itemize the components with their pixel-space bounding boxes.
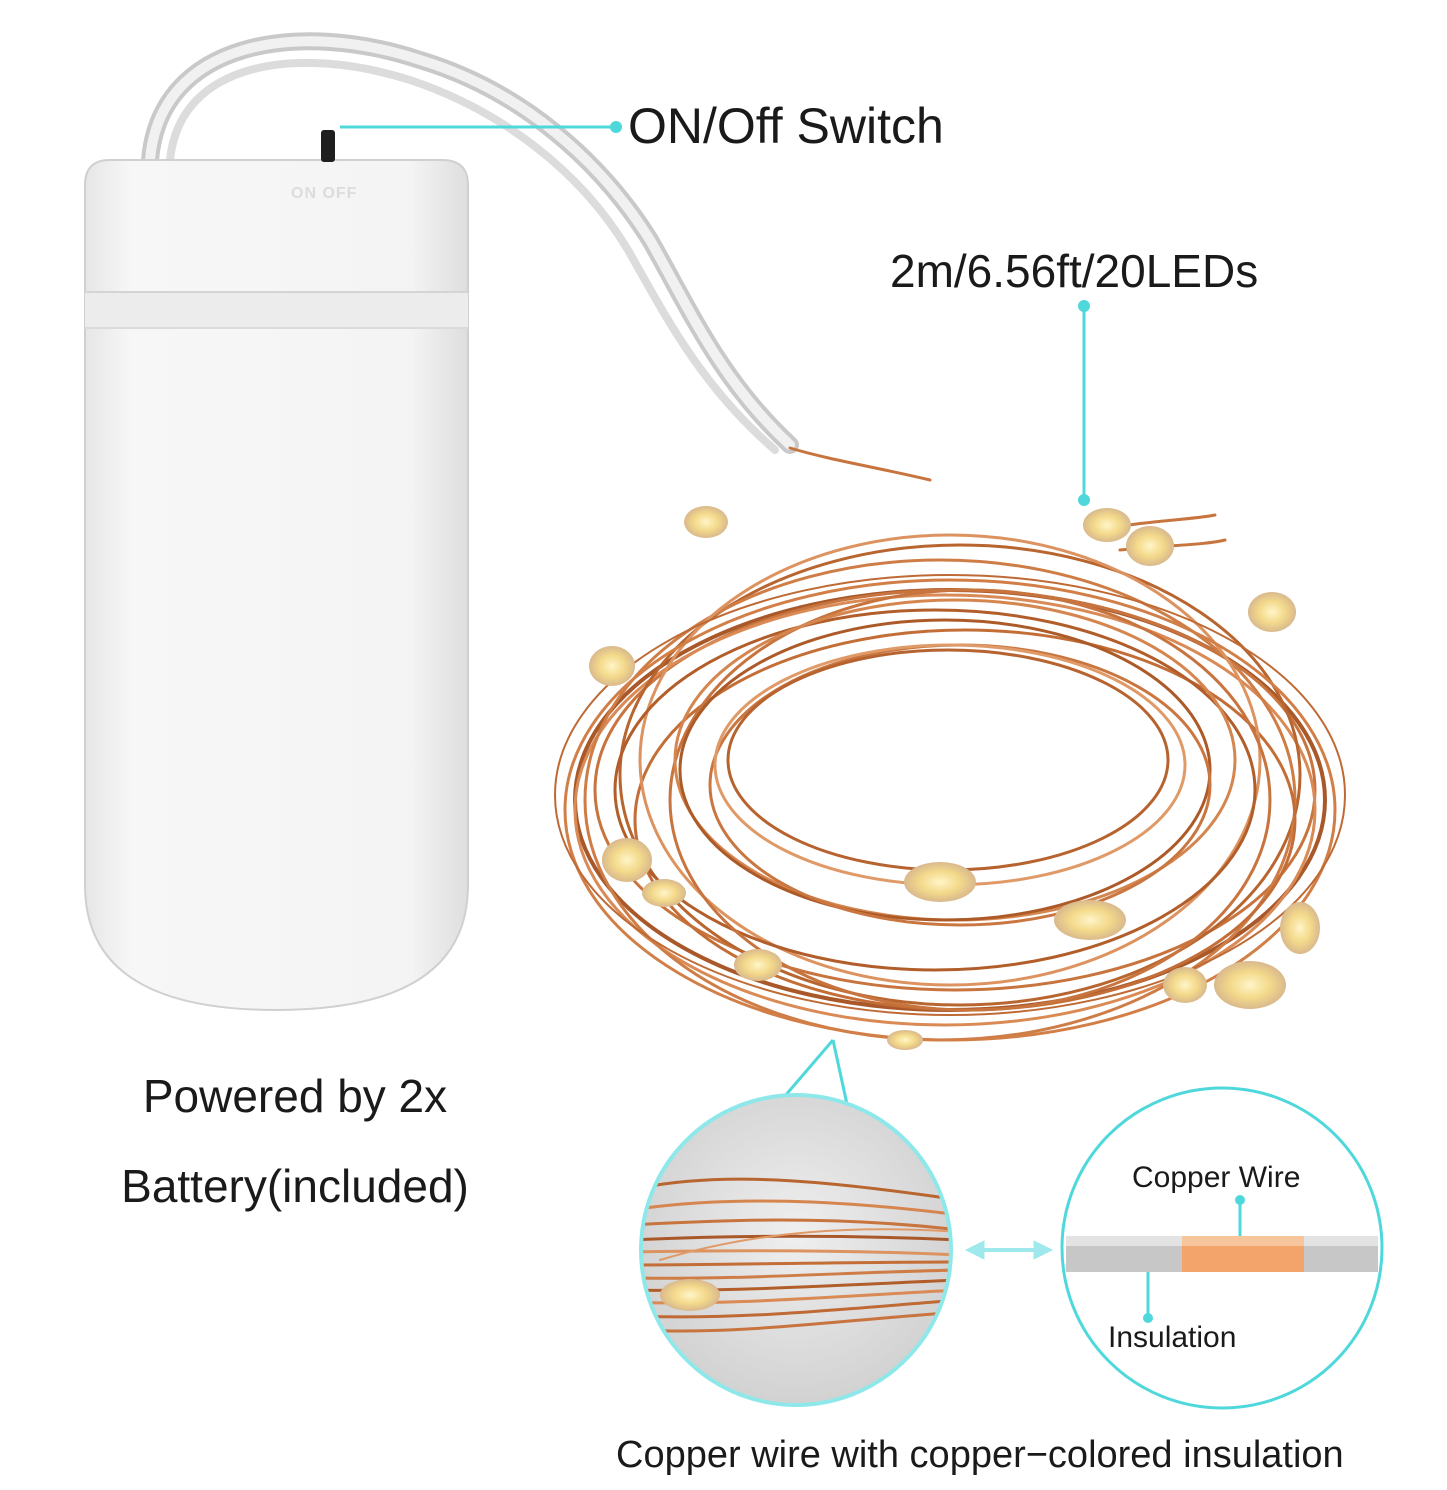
on-off-switch[interactable] <box>321 130 335 162</box>
power-cable <box>141 32 932 482</box>
box-switch-print: ON OFF <box>291 185 358 202</box>
copper-wire-label: Copper Wire <box>1132 1161 1301 1194</box>
insulation-diagram <box>1060 1086 1384 1410</box>
switch-marker-icon <box>610 121 622 133</box>
copper-wire-coil <box>554 513 1346 1042</box>
double-arrow-icon <box>964 1240 1054 1260</box>
spec-callout: 2m/6.56ft/20LEDs <box>890 245 1259 297</box>
battery-box <box>84 130 469 1012</box>
led-beads <box>589 506 1320 1050</box>
wire-zoom-circle <box>639 1093 953 1407</box>
insulation-label: Insulation <box>1108 1321 1237 1354</box>
spec-marker-bottom-icon <box>1078 494 1090 506</box>
power-callout: Powered by 2x Battery(included) <box>121 1070 469 1212</box>
bottom-caption: Copper wire with copper−colored insulati… <box>616 1434 1344 1476</box>
switch-callout: ON/Off Switch <box>628 98 944 154</box>
spec-marker-top-icon <box>1078 300 1090 312</box>
